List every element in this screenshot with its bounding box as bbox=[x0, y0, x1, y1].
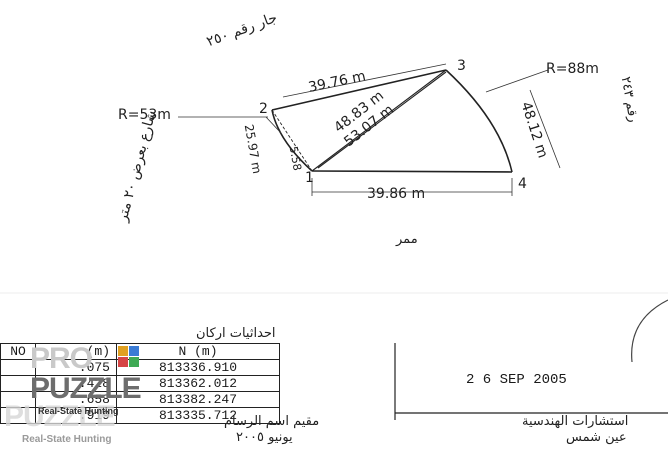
point-3: 3 bbox=[457, 58, 466, 74]
edge-top bbox=[271, 69, 447, 111]
edge-right-arc bbox=[445, 69, 513, 173]
passage-label: ممر bbox=[396, 232, 418, 247]
dim-bottom-label: 39.86 m bbox=[367, 186, 426, 202]
dim-right bbox=[529, 89, 561, 169]
edge-left-arc bbox=[271, 109, 313, 172]
point-4: 4 bbox=[518, 176, 527, 192]
surveyor-line-2: يونيو ٢٠٠٥ bbox=[236, 430, 293, 445]
date-stamp: 2 6 SEP 2005 bbox=[466, 372, 567, 388]
table-row: .428 813362.012 bbox=[0, 375, 280, 392]
radius-leader-right bbox=[485, 69, 549, 93]
coords-title: احداثيات اركان bbox=[196, 326, 276, 341]
radius-right-label: R=88m bbox=[546, 61, 599, 77]
radius-left-label: R=53m bbox=[118, 107, 171, 123]
coordinates-table: NO (m) N (m) .075 813336.910 .428 813362… bbox=[0, 343, 280, 424]
office-line-2: عين شمس bbox=[566, 430, 627, 445]
point-2: 2 bbox=[259, 101, 268, 117]
dim-top bbox=[282, 63, 447, 98]
chord-left bbox=[271, 109, 313, 172]
logo-puzzle-shadow: PUZZLE bbox=[4, 400, 116, 433]
col-no: NO bbox=[0, 343, 36, 360]
puzzle-icon bbox=[118, 346, 139, 367]
surveyor-line-1: مقيم اسم الرسام bbox=[224, 414, 320, 429]
logo-tagline-2: Real-State Hunting bbox=[22, 434, 112, 445]
chord-1 bbox=[311, 69, 447, 172]
table-row: .919 813335.712 bbox=[0, 407, 280, 424]
col-n: N (m) bbox=[116, 343, 280, 360]
logo-pro-text: PRO bbox=[30, 342, 93, 375]
stamp-arc bbox=[631, 299, 668, 363]
logo-tagline: Real-State Hunting bbox=[38, 406, 119, 416]
chord-2 bbox=[317, 71, 447, 169]
office-line-1: استشارات الهندسية bbox=[522, 414, 629, 429]
table-row: .075 813336.910 bbox=[0, 359, 280, 376]
table-row: .658 813382.247 bbox=[0, 391, 280, 408]
watermark-logo: PRO PUZZLE PUZZLE Real-State Hunting Rea… bbox=[4, 340, 154, 452]
edge-bottom bbox=[311, 170, 513, 173]
point-1: 1 bbox=[305, 170, 314, 186]
logo-puzzle-text: PUZZLE bbox=[30, 372, 142, 405]
